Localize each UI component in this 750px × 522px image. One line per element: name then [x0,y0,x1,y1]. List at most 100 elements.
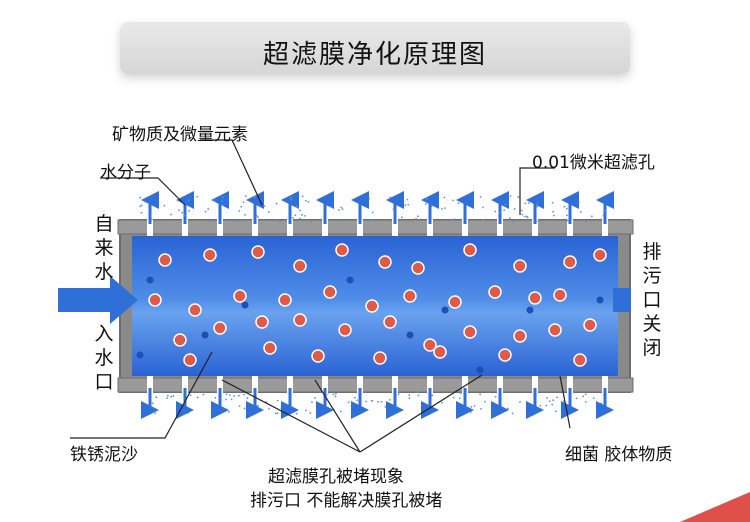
water-speck [190,394,192,396]
contaminant-dot [464,326,476,338]
water-speck [197,397,199,399]
label-bacteria: 细菌 胶体物质 [565,440,672,465]
water-speck [377,401,379,403]
water-speck [166,397,168,399]
water-speck [335,393,337,395]
water-speck [338,209,340,211]
water-speck [304,215,306,217]
small-particle [597,297,604,304]
water-speck [351,410,353,412]
note-line-1: 超滤膜孔被堵现象 [268,462,404,487]
water-speck [371,400,373,402]
water-speck [458,202,460,204]
water-speck [207,208,209,210]
contaminant-dot [294,260,306,272]
water-speck [443,196,445,198]
water-speck [302,195,304,197]
water-speck [150,210,152,212]
water-speck [178,404,180,406]
leader-minerals [200,140,262,205]
water-speck [431,395,433,397]
water-speck [299,210,301,212]
water-speck [507,408,509,410]
water-speck [423,409,425,411]
top-membrane [118,220,633,234]
bottom-membrane [118,378,633,392]
water-speck [582,396,584,398]
water-speck [482,207,484,209]
water-speck [408,394,410,396]
contaminant-dot [489,286,501,298]
water-speck [555,410,557,412]
water-speck [460,392,462,394]
water-speck [246,397,248,399]
water-speck [519,401,521,403]
water-speck [503,209,505,211]
water-speck [323,412,325,414]
contaminant-dot [412,262,424,274]
water-speck [173,395,175,397]
water-speck [170,214,172,216]
water-speck [356,399,358,401]
water-speck [526,216,528,218]
water-speck [154,412,156,414]
water-speck [552,399,554,401]
water-speck [393,208,395,210]
contaminant-dot [384,316,396,328]
water-speck [170,396,172,398]
water-speck [401,217,403,219]
water-speck [181,212,183,214]
water-speck [418,395,420,397]
water-speck [470,406,472,408]
water-speck [499,212,501,214]
water-speck [184,215,186,217]
water-speck [252,408,254,410]
drain-outlet [613,288,631,312]
water-speck [370,219,372,221]
water-speck [326,205,328,207]
contaminant-dot [499,349,511,361]
contaminant-dot [174,334,186,346]
small-particle [242,302,249,309]
water-speck [415,218,417,220]
corner-decoration [680,492,750,522]
water-speck [601,408,603,410]
contaminant-dot [514,330,526,342]
water-speck [188,210,190,212]
water-speck [342,208,344,210]
water-speck [226,393,228,395]
water-speck [233,395,235,397]
water-speck [536,220,538,222]
contaminant-dot [252,246,264,258]
water-speck [491,412,493,414]
contaminant-dot [189,304,201,316]
label-pore: 0.01微米超滤孔 [532,148,655,173]
water-speck [310,221,312,223]
small-particle [477,367,484,374]
water-speck [141,212,143,214]
water-speck [600,403,602,405]
water-speck [603,214,605,216]
water-speck [546,397,548,399]
water-speck [354,397,356,399]
water-speck [453,397,455,399]
small-particle [147,277,154,284]
water-speck [296,413,298,415]
water-speck [188,199,190,201]
leader-pore [520,168,555,215]
water-speck [576,397,578,399]
water-speck [275,412,277,414]
water-speck [517,196,519,198]
water-speck [305,200,307,202]
contaminant-dot [324,286,336,298]
water-speck [417,215,419,217]
contaminant-dot [294,314,306,326]
water-speck [482,219,484,221]
water-speck [212,411,214,413]
water-speck [238,210,240,212]
contaminant-dot [234,290,246,302]
contaminant-dot [366,300,378,312]
water-speck [215,220,217,222]
label-inlet-top: 自来水 [92,212,116,284]
water-speck [243,201,245,203]
